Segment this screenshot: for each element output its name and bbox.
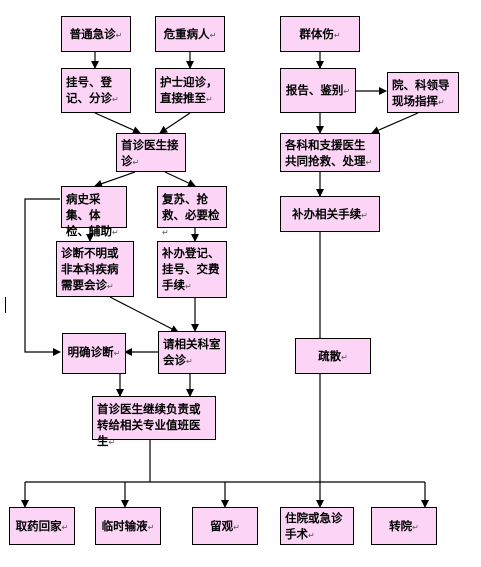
node-clear-diagnosis-label: 明确诊断	[67, 345, 114, 359]
node-evacuate: 疏散↵	[295, 338, 371, 374]
node-nurse-escort-label: 护士迎诊，直接推至	[160, 75, 218, 105]
node-mass-injury-label: 群体伤	[299, 27, 334, 41]
paragraph-mark: ↵	[365, 158, 373, 167]
arrow-leader-to-joint	[371, 112, 419, 134]
arrow-unclear-to-consult	[109, 296, 179, 333]
paragraph-mark: ↵	[308, 531, 315, 540]
outcome-5-label: 转院	[389, 519, 413, 533]
paragraph-mark: ↵	[162, 228, 169, 237]
node-leader-command-label: 院、科领导现场指挥	[392, 78, 450, 108]
paragraph-mark: ↵	[185, 282, 192, 291]
paragraph-mark: ↵	[108, 438, 116, 447]
arrow-history-to-clear	[24, 198, 61, 356]
node-request-consult: 请相关科室会诊↵	[158, 331, 226, 374]
paragraph-mark: ↵	[112, 228, 119, 237]
outcome-3: 留观↵	[192, 507, 258, 545]
paragraph-mark: ↵	[333, 31, 341, 40]
paragraph-mark: ↵	[209, 31, 217, 40]
node-clear-diagnosis: 明确诊断↵	[62, 333, 126, 374]
paragraph-mark: ↵	[113, 349, 121, 358]
paragraph-mark: ↵	[233, 523, 240, 532]
node-request-consult-label: 请相关科室会诊	[163, 337, 221, 367]
node-register-label: 挂号、登记、分诊	[66, 75, 112, 105]
outcome-1-label: 取药回家	[15, 519, 62, 533]
node-register: 挂号、登记、分诊↵	[61, 68, 131, 113]
outcome-2: 临时输液↵	[95, 507, 161, 545]
outcome-4-label: 住院或急诊手术	[285, 511, 343, 541]
node-supplementary-procedures: 补办相关手续↵	[280, 196, 380, 232]
node-joint-rescue: 各科和支援医生共同抢救、处理↵	[280, 133, 380, 172]
node-nurse-escort: 护士迎诊，直接推至↵	[155, 68, 225, 113]
outcome-3-label: 留观	[210, 519, 234, 533]
arrow-firstdoc-to-history	[94, 171, 136, 188]
node-history-exam-label: 病史采集、体检、辅助	[66, 192, 112, 238]
paragraph-mark: ↵	[343, 87, 351, 96]
node-resuscitation: 复苏、抢救、必要检 ↵	[157, 186, 227, 237]
node-ordinary-visit: 普通急诊↵	[61, 16, 131, 52]
paragraph-mark: ↵	[412, 523, 419, 532]
paragraph-mark: ↵	[147, 523, 155, 532]
node-unclear-diagnosis: 诊断不明或非本科疾病需要会诊↵	[56, 241, 134, 297]
node-report-identify-label: 报告、鉴别	[285, 83, 344, 97]
node-first-doctor: 首诊医生接诊↵	[116, 133, 186, 172]
paragraph-mark: ↵	[438, 98, 445, 107]
node-unclear-diagnosis-label: 诊断不明或非本科疾病需要会诊	[61, 246, 119, 292]
paragraph-mark: ↵	[107, 282, 114, 291]
node-history-exam: 病史采集、体检、辅助↵	[61, 186, 127, 238]
outcome-4: 住院或急诊手术↵	[280, 507, 354, 545]
node-ordinary-visit-label: 普通急诊	[69, 27, 116, 41]
node-mass-injury: 群体伤↵	[280, 16, 360, 52]
node-joint-rescue-label: 各科和支援医生共同抢救、处理	[285, 138, 366, 168]
node-first-doctor-label: 首诊医生接诊	[121, 138, 179, 168]
paragraph-mark: ↵	[112, 95, 119, 104]
arrow-nurse-to-firstdoc	[159, 112, 191, 134]
paragraph-mark: ↵	[61, 523, 69, 532]
node-critical-patient: 危重病人↵	[155, 16, 225, 52]
node-supplementary-registration: 补办登记、挂号、交费手续↵	[157, 241, 227, 298]
node-report-identify: 报告、鉴别↵	[280, 68, 356, 113]
node-supplementary-procedures-label: 补办相关手续	[292, 207, 362, 221]
node-leader-command: 院、科领导现场指挥↵	[387, 72, 459, 113]
node-supplementary-registration-label: 补办登记、挂号、交费手续	[162, 246, 220, 292]
outcome-2-label: 临时输液	[101, 519, 148, 533]
paragraph-mark: ↵	[361, 211, 368, 220]
node-resuscitation-label: 复苏、抢救、必要检	[162, 192, 220, 222]
node-critical-patient-label: 危重病人	[163, 27, 210, 41]
paragraph-mark: ↵	[206, 95, 213, 104]
paragraph-mark: ↵	[341, 353, 348, 362]
arrow-register-to-firstdoc	[94, 112, 141, 134]
outcome-5: 转院↵	[371, 507, 437, 545]
paragraph-mark: ↵	[186, 357, 193, 366]
paragraph-mark: ↵	[115, 31, 123, 40]
node-evacuate-label: 疏散	[318, 349, 342, 363]
arrow-firstdoc-to-resus	[164, 171, 196, 187]
paragraph-mark: ↵	[132, 158, 140, 167]
node-continue-or-transfer: 首诊医生继续负责或转给相关专业值班医生↵	[92, 396, 216, 448]
text-cursor	[5, 297, 6, 313]
node-continue-or-transfer-label: 首诊医生继续负责或转给相关专业值班医生	[97, 402, 201, 448]
outcome-1: 取药回家↵	[9, 507, 75, 545]
